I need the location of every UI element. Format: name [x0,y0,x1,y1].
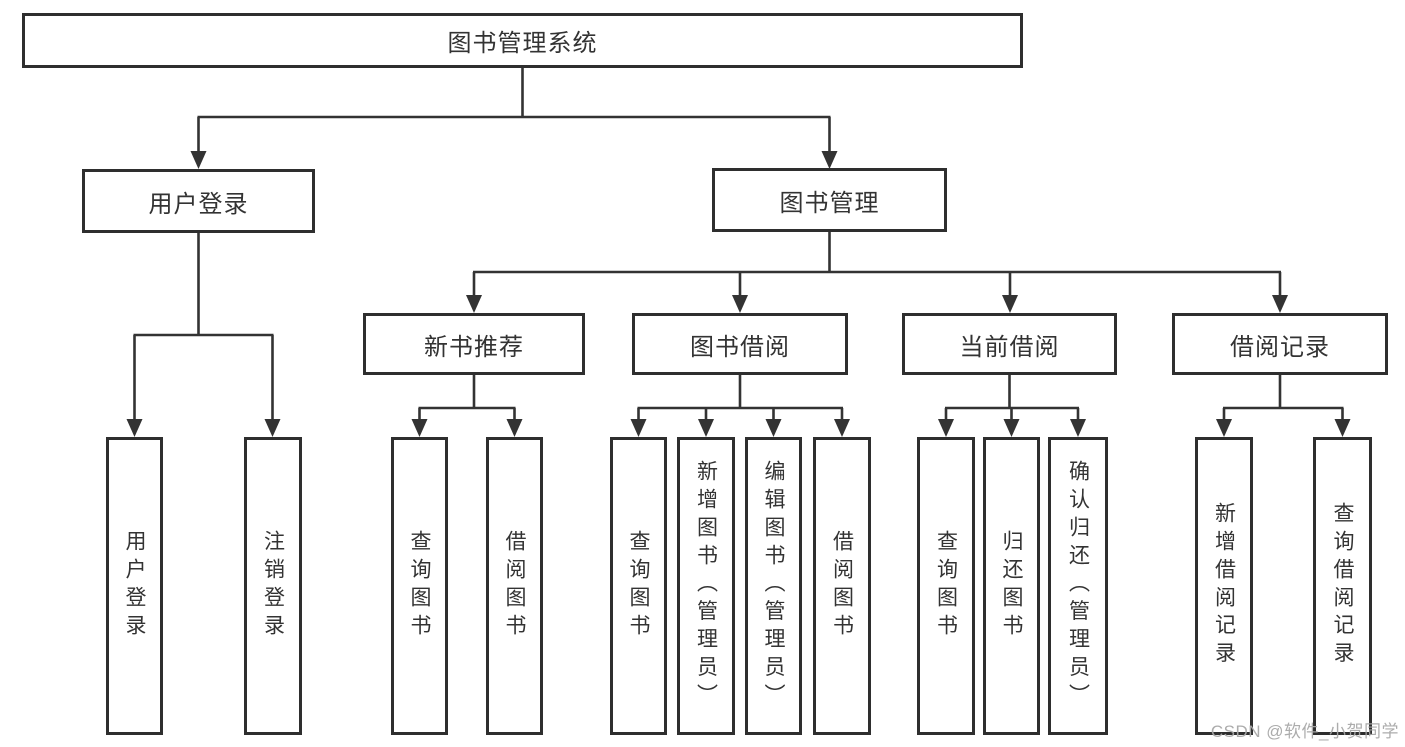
leaf-return-books-label: 归还图书 [1000,530,1023,642]
leaf-query-borrow-record-label: 查询借阅记录 [1331,502,1354,670]
leaf-borrow-books: 借阅图书 [813,437,871,735]
leaf-borrow-books-label: 借阅图书 [830,530,854,642]
leaf-add-books-admin-label: 新增图书（管理员） [694,460,718,712]
node-new-book-recommend-label: 新书推荐 [424,333,524,361]
node-user-login-group: 用户登录 [82,169,315,233]
node-book-borrow: 图书借阅 [632,313,848,375]
leaf-confirm-return-admin-label: 确认归还（管理员） [1066,460,1090,712]
node-library-management-system-label: 图书管理系统 [447,30,598,57]
node-book-management-group: 图书管理 [712,168,947,232]
leaf-edit-books-admin: 编辑图书（管理员） [745,437,802,735]
leaf-logout: 注销登录 [244,437,302,735]
csdn-watermark: CSDN @软件_小贺同学 [1210,722,1399,741]
leaf-return-books: 归还图书 [983,437,1040,735]
node-library-management-system: 图书管理系统 [22,13,1023,68]
leaf-current-query-books-label: 查询图书 [934,530,958,642]
leaf-user-login-label: 用户登录 [123,530,146,642]
leaf-edit-books-admin-label: 编辑图书（管理员） [762,460,785,712]
leaf-user-login: 用户登录 [106,437,163,735]
leaf-borrow-query-books-label: 查询图书 [627,530,650,642]
leaf-recommend-borrow-books: 借阅图书 [486,437,543,735]
leaf-current-query-books: 查询图书 [917,437,975,735]
leaf-recommend-query-books-label: 查询图书 [408,530,431,642]
leaf-query-borrow-record: 查询借阅记录 [1313,437,1372,735]
leaf-add-borrow-record-label: 新增借阅记录 [1212,502,1236,670]
node-borrow-records: 借阅记录 [1172,313,1388,375]
leaf-add-books-admin: 新增图书（管理员） [677,437,735,735]
leaf-recommend-borrow-books-label: 借阅图书 [503,530,526,642]
node-user-login-group-label: 用户登录 [148,190,249,218]
node-borrow-records-label: 借阅记录 [1230,333,1330,361]
leaf-borrow-query-books: 查询图书 [610,437,667,735]
connector-arrowheads [126,151,1351,437]
node-new-book-recommend: 新书推荐 [363,313,585,375]
connector-paths [133,68,1344,424]
node-current-borrow-label: 当前借阅 [959,333,1060,361]
node-current-borrow: 当前借阅 [902,313,1117,375]
leaf-recommend-query-books: 查询图书 [391,437,448,735]
leaf-add-borrow-record: 新增借阅记录 [1195,437,1253,735]
node-book-management-group-label: 图书管理 [779,189,880,217]
leaf-logout-label: 注销登录 [261,530,285,642]
leaf-confirm-return-admin: 确认归还（管理员） [1048,437,1108,735]
node-book-borrow-label: 图书借阅 [690,333,790,361]
